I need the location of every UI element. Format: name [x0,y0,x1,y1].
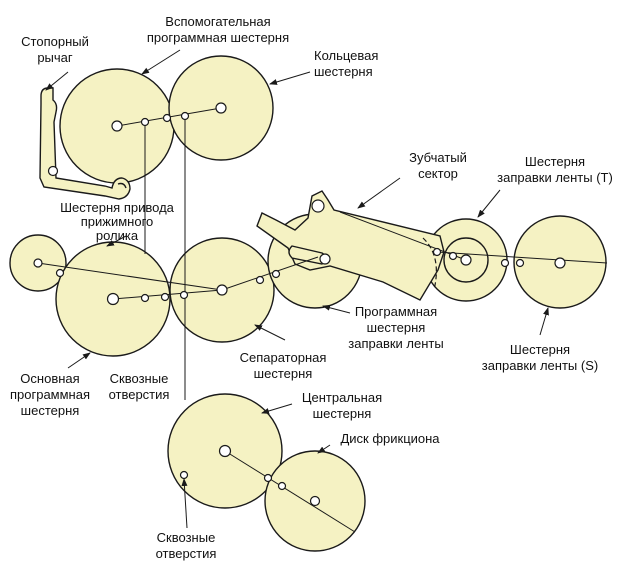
label-center-gear-line-2: шестерня [313,406,372,421]
label-stop-lever-line-1: Стопорный [21,34,89,49]
label-main-prog-line-1: Основная [20,371,79,386]
arrow-friction-disc [317,444,331,454]
center-gear-shaft [218,444,232,458]
arrow-ring-gear [269,71,311,85]
label-aux-gear-line-1: Вспомогательная [165,14,270,29]
label-separator-line-2: шестерня [254,366,313,381]
gears [9,55,607,552]
arrow-stop-lever [45,71,69,91]
label-prog-tape-line-1: Программная [355,304,437,319]
label-ring-gear-line-2: шестерня [314,64,373,79]
label-ring-gear-line-1: Кольцевая [314,48,378,63]
arrow-separator [254,324,286,341]
separator-hole [255,275,265,285]
arrow-tape-gear-s [539,307,549,336]
prog-tape-shaft [319,253,331,265]
small-gear-shaft [33,258,43,268]
label-pinch-drive-line-1: Шестерня привода [60,200,175,215]
center-gear-hole-b [263,473,273,483]
friction-disc-shaft [309,495,321,507]
toothed-sector-pivot [311,199,325,213]
label-toothed-sector-line-2: сектор [418,166,458,181]
label-prog-tape-line-2: шестерня [367,320,426,335]
aux-gear-hole-a [140,117,150,127]
center-friction-line [224,450,356,533]
label-separator-line-1: Сепараторная [240,350,327,365]
label-stop-lever-line-2: рычаг [37,50,73,65]
main-train-line [37,262,223,291]
label-center-gear-line-1: Центральная [302,390,382,405]
label-pinch-drive-line-3: ролика [96,228,139,243]
tape-t-hole-d [515,258,525,268]
label-main-prog-line-2: программная [10,387,90,402]
sep-prog-line [221,256,319,291]
sector-to-tape-line [339,211,467,261]
arrow-pinch-drive [106,235,127,247]
aux-gear-shaft [111,120,123,132]
toothed-sector-lever [256,190,445,301]
label-prog-tape-line-3: заправки ленты [348,336,443,351]
tape-t-hole-a [432,247,442,257]
tape-t-shaft [460,254,472,266]
tape-t-hole-b [448,251,458,261]
main-gear-hole-b [160,292,170,302]
tape-t-s-line [436,251,608,264]
prog-tape-hole [271,269,281,279]
stop-lever-pivot [47,165,59,177]
arrow-aux-gear [141,49,181,75]
label-pinch-drive-line-2: прижимного [81,214,154,229]
aux-gear-hole-c [180,111,190,121]
main-gear-hole-c [179,290,189,300]
arrow-center-gear [261,403,293,414]
tape-s-shaft [554,257,566,269]
label-tape-gear-s-line-1: Шестерня [510,342,570,357]
label-through-holes-2-line-2: отверстия [156,546,217,561]
friction-disc-hole [277,481,287,491]
small-gear-hole [55,268,65,278]
main-gear-shaft [106,292,120,306]
label-tape-gear-t-line-2: заправки ленты (T) [497,170,613,185]
label-friction-disc-line-1: Диск фрикциона [340,431,440,446]
label-friction-disc: Диск фрикциона [340,431,440,446]
label-through-holes-1-line-1: Сквозные [110,371,169,386]
label-through-holes-2-line-1: Сквозные [157,530,216,545]
arrow-through-holes-2 [181,478,188,529]
arrow-main-prog [67,352,91,369]
tape-t-hole-c [500,258,510,268]
label-toothed-sector-line-1: Зубчатый [409,150,467,165]
ring-gear-shaft [215,102,227,114]
label-through-holes-1-line-2: отверстия [109,387,170,402]
toothed-sector-teeth-arc [422,237,437,291]
stop-lever-notch [117,182,127,189]
label-tape-gear-s-line-2: заправки ленты (S) [482,358,598,373]
aux-gear-hole-b [162,113,172,123]
label-tape-gear-t-line-1: Шестерня [525,154,585,169]
center-gear-hole [179,470,189,480]
label-main-prog-line-3: шестерня [21,403,80,418]
label-aux-gear-line-2: программная шестерня [147,30,289,45]
arrows [45,49,549,529]
main-gear-hole-a [140,293,150,303]
arrow-tape-gear-t [477,189,501,218]
separator-gear-shaft [216,284,228,296]
arrow-prog-tape [322,304,351,314]
arrow-toothed-sector [357,177,401,209]
